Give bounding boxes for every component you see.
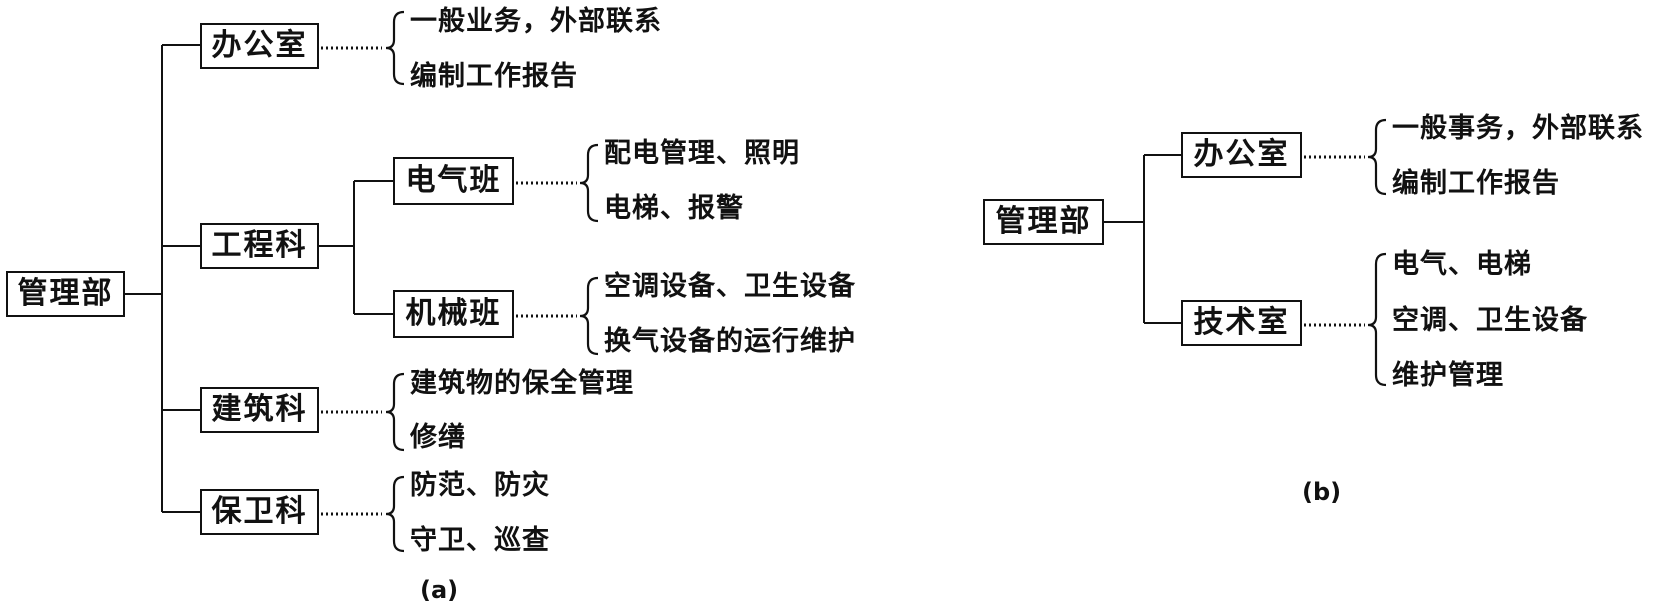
a-mechanical-item-2: 换气设备的运行维护	[604, 326, 856, 357]
diagram-b-tree-lines	[1104, 154, 1181, 324]
diagram-b-dotted-leaders	[1304, 155, 1365, 327]
a-caption: (a)	[420, 576, 459, 604]
diagram-a-tree-lines	[125, 44, 393, 513]
b-technical-item-1: 电气、电梯	[1392, 249, 1532, 280]
a-root-box: 管理部	[6, 271, 125, 317]
a-office-item-2: 编制工作报告	[410, 61, 578, 92]
b-technical-box: 技术室	[1181, 300, 1302, 346]
b-caption: (b)	[1302, 478, 1342, 506]
a-construction-box: 建筑科	[200, 387, 319, 433]
diagram-a-braces	[385, 10, 599, 553]
b-office-item-2: 编制工作报告	[1392, 168, 1560, 199]
a-office-item-1: 一般业务，外部联系	[410, 6, 662, 37]
a-electric-item-2: 电梯、报警	[604, 193, 744, 224]
a-office-box: 办公室	[200, 23, 319, 69]
b-technical-item-3: 维护管理	[1392, 360, 1504, 391]
a-security-box: 保卫科	[200, 489, 319, 535]
b-office-box: 办公室	[1181, 132, 1302, 178]
diagram-a-dotted-leaders	[321, 46, 577, 516]
b-technical-item-2: 空调、卫生设备	[1392, 305, 1588, 336]
a-mechanical-item-1: 空调设备、卫生设备	[604, 271, 856, 302]
a-electric-team-box: 电气班	[393, 157, 514, 205]
a-construction-item-2: 修缮	[410, 422, 466, 453]
a-electric-item-1: 配电管理、照明	[604, 138, 800, 169]
b-root-box: 管理部	[983, 199, 1104, 245]
a-construction-item-1: 建筑物的保全管理	[410, 368, 634, 399]
a-engineering-box: 工程科	[200, 223, 319, 269]
b-office-item-1: 一般事务，外部联系	[1392, 113, 1644, 144]
diagram-b-braces	[1367, 118, 1387, 387]
a-security-item-2: 守卫、巡查	[410, 525, 550, 556]
a-security-item-1: 防范、防灾	[410, 470, 550, 501]
a-mechanical-team-box: 机械班	[393, 290, 514, 338]
